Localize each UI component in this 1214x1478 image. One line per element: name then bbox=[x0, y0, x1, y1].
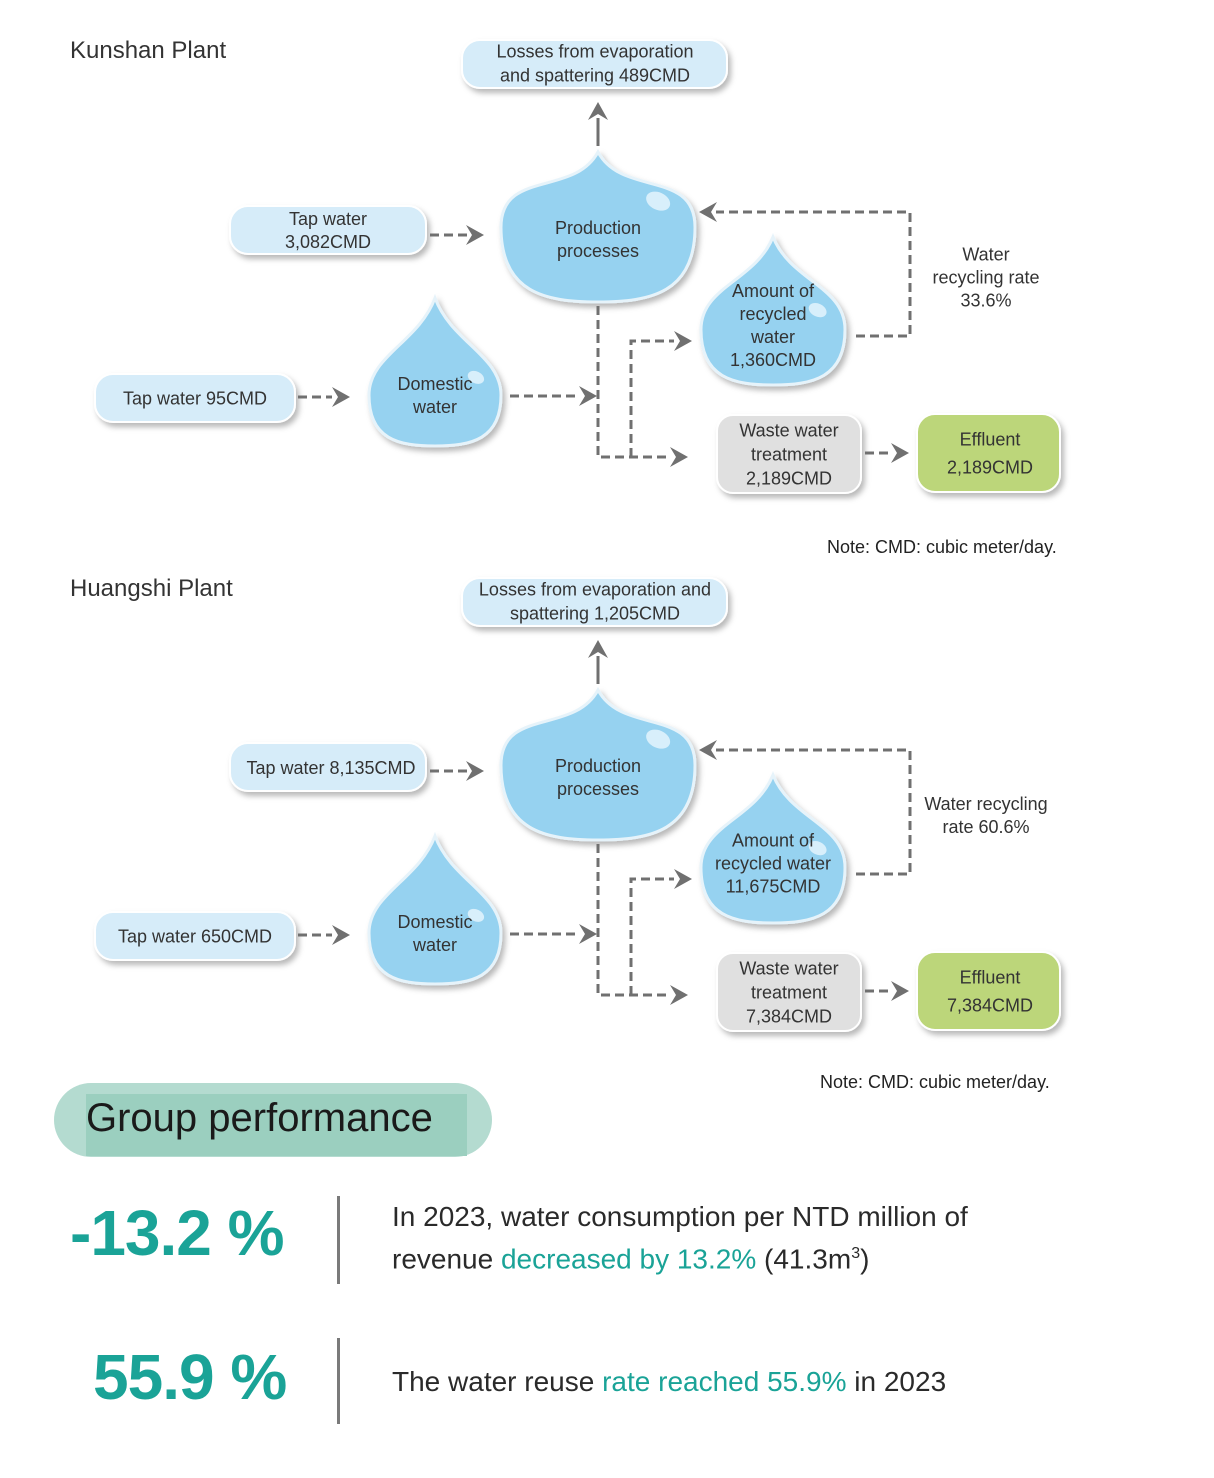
kunshan-domestic-out-head bbox=[579, 386, 597, 406]
kunshan-effluent-arrow-head bbox=[891, 443, 909, 463]
huangshi-production-out-line bbox=[596, 844, 670, 997]
huangshi-losses-box bbox=[461, 577, 728, 627]
stat-reuse-post: in 2023 bbox=[846, 1366, 947, 1397]
huangshi-recycle-loop-head bbox=[699, 740, 717, 760]
kunshan-note: Note: CMD: cubic meter/day. bbox=[827, 537, 1057, 557]
huangshi-tap-water-dom-label: Tap water 650CMD bbox=[118, 926, 272, 946]
huangshi-tap-water-dom-arrow-head bbox=[332, 925, 350, 945]
stat-divider-1 bbox=[337, 1196, 340, 1284]
huangshi-domestic-drop-highlight bbox=[467, 908, 485, 922]
huangshi-tap-water-prod-box bbox=[229, 742, 427, 792]
kunshan-tap-water-dom-arrow-head bbox=[332, 387, 350, 407]
kunshan-losses-box bbox=[461, 39, 728, 89]
huangshi-tap-water-prod-arrow-head bbox=[466, 761, 484, 781]
stat-consumption-close: ) bbox=[860, 1243, 870, 1275]
stat-consumption-sup: 3 bbox=[851, 1245, 861, 1262]
huangshi-wastewater-box bbox=[716, 952, 862, 1032]
kunshan-production-out-line bbox=[596, 306, 670, 459]
stat-reuse-highlight: rate reached 55.9% bbox=[602, 1366, 847, 1397]
kunshan-tap-water-prod-arrow-head bbox=[466, 225, 484, 245]
kunshan-recycled-in-head bbox=[674, 331, 692, 351]
kunshan-recycled-drop-highlight bbox=[808, 303, 827, 318]
stat-reuse-value: 55.9 % bbox=[93, 1341, 287, 1413]
huangshi-note: Note: CMD: cubic meter/day. bbox=[820, 1072, 1050, 1092]
stat-consumption-value: -13.2 % bbox=[70, 1197, 285, 1269]
kunshan-tap-water-prod-box bbox=[229, 205, 427, 255]
stat-divider-2 bbox=[337, 1338, 340, 1424]
huangshi-wastewater-in-head bbox=[670, 985, 688, 1005]
huangshi-effluent-box bbox=[916, 951, 1061, 1031]
kunshan-domestic-drop-highlight bbox=[467, 370, 485, 384]
stat-consumption-text: In 2023, water consumption per NTD milli… bbox=[392, 1198, 968, 1277]
kunshan-production-drop bbox=[499, 148, 697, 304]
huangshi-domestic-out-head bbox=[579, 924, 597, 944]
kunshan-losses-arrow-head bbox=[588, 102, 608, 120]
huangshi-production-drop-highlight bbox=[646, 729, 671, 749]
huangshi-domestic-drop bbox=[367, 831, 503, 986]
stat-consumption-line2: revenue decreased by 13.2% (41.3m3) bbox=[392, 1235, 968, 1277]
stat-consumption-post: (41.3m bbox=[756, 1243, 852, 1275]
stat-reuse-pre: The water reuse bbox=[392, 1366, 603, 1397]
stat-consumption-line1: In 2023, water consumption per NTD milli… bbox=[392, 1201, 968, 1232]
kunshan-wastewater-box bbox=[716, 414, 862, 494]
huangshi-losses-arrow-head bbox=[588, 640, 608, 658]
kunshan-tap-water-dom-box bbox=[94, 373, 296, 423]
huangshi-production-drop bbox=[499, 686, 697, 842]
huangshi-recycle-loop-line bbox=[716, 748, 912, 876]
stat-reuse-text: The water reuse rate reached 55.9% in 20… bbox=[392, 1363, 946, 1400]
stat-consumption-pre: revenue bbox=[392, 1243, 501, 1275]
kunshan-plant-title: Kunshan Plant bbox=[70, 37, 227, 64]
kunshan-recycle-loop-line bbox=[716, 210, 912, 338]
group-performance-title: Group performance bbox=[86, 1096, 433, 1140]
huangshi-recycled-in-head bbox=[674, 869, 692, 889]
huangshi-recycled-drop-highlight bbox=[808, 841, 827, 856]
kunshan-effluent-box bbox=[916, 413, 1061, 493]
huangshi-effluent-arrow-head bbox=[891, 981, 909, 1001]
huangshi-recycled-in-line bbox=[629, 877, 674, 995]
kunshan-production-drop-highlight bbox=[646, 191, 671, 211]
kunshan-recycled-drop bbox=[699, 233, 847, 387]
group-performance-highlight bbox=[86, 1094, 467, 1156]
kunshan-recycle-loop-head bbox=[699, 202, 717, 222]
huangshi-tap-water-prod-label: Tap water 8,135CMD bbox=[246, 758, 415, 778]
kunshan-domestic-drop bbox=[367, 293, 503, 448]
kunshan-recycled-in-line bbox=[629, 339, 674, 457]
huangshi-plant-title: Huangshi Plant bbox=[70, 575, 233, 602]
huangshi-tap-water-dom-box bbox=[94, 911, 296, 961]
kunshan-tap-water-dom-label: Tap water 95CMD bbox=[123, 388, 267, 408]
kunshan-wastewater-in-head bbox=[670, 447, 688, 467]
stat-consumption-highlight: decreased by 13.2% bbox=[500, 1243, 757, 1275]
huangshi-recycled-drop bbox=[699, 771, 847, 925]
